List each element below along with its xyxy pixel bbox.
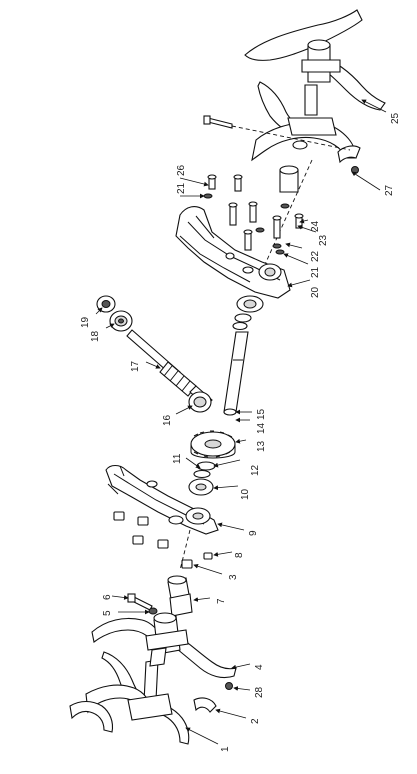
upper-gear-housing xyxy=(175,206,291,299)
upper-coupler xyxy=(279,165,299,193)
bearing-18 xyxy=(109,310,133,332)
lower-coupler xyxy=(167,575,193,617)
callout-16: 16 xyxy=(162,414,173,426)
callout-28: 28 xyxy=(254,686,265,698)
callout-13: 13 xyxy=(256,440,267,452)
callout-24: 24 xyxy=(310,220,321,232)
callout-18: 18 xyxy=(90,330,101,342)
lower-gear-housing xyxy=(105,464,219,535)
callout-2: 2 xyxy=(250,718,261,724)
washer-stack xyxy=(188,461,216,496)
callout-7: 7 xyxy=(216,598,227,604)
callout-17: 17 xyxy=(130,360,141,372)
callout-8: 8 xyxy=(234,552,245,558)
callout-22: 22 xyxy=(310,250,321,262)
callout-25: 25 xyxy=(390,112,401,124)
worm-gear xyxy=(190,430,236,459)
callout-3: 3 xyxy=(228,574,239,580)
callout-23: 23 xyxy=(318,234,329,246)
callout-10: 10 xyxy=(240,488,251,500)
callout-15: 15 xyxy=(256,408,267,420)
upper-tine-assembly xyxy=(203,9,386,281)
leader-lines xyxy=(95,99,387,745)
callout-labels: 25 27 26 21 24 23 22 21 20 19 18 17 16 1… xyxy=(80,112,401,752)
lower-tine-assembly xyxy=(69,612,237,745)
callout-26: 26 xyxy=(176,164,187,176)
callout-20: 20 xyxy=(310,286,321,298)
callout-1: 1 xyxy=(220,746,231,752)
callout-19: 19 xyxy=(80,316,91,328)
hardware-bolts xyxy=(203,174,304,255)
callout-9: 9 xyxy=(248,530,259,536)
bolt-6 xyxy=(127,593,153,611)
callout-11: 11 xyxy=(172,453,183,464)
callout-21-top: 21 xyxy=(176,182,187,194)
callout-4: 4 xyxy=(254,664,265,670)
callout-21-bottom: 21 xyxy=(310,266,321,278)
callout-27: 27 xyxy=(384,184,395,196)
callout-14: 14 xyxy=(256,422,267,434)
callout-12: 12 xyxy=(250,464,261,476)
nut-5 xyxy=(148,607,158,615)
bearing-16 xyxy=(188,391,212,413)
callout-5: 5 xyxy=(102,610,113,616)
bearing-19 xyxy=(96,295,116,313)
lower-nuts xyxy=(113,511,213,571)
main-shaft xyxy=(223,331,249,416)
bearing-upper xyxy=(232,295,264,331)
callout-6: 6 xyxy=(102,594,113,600)
